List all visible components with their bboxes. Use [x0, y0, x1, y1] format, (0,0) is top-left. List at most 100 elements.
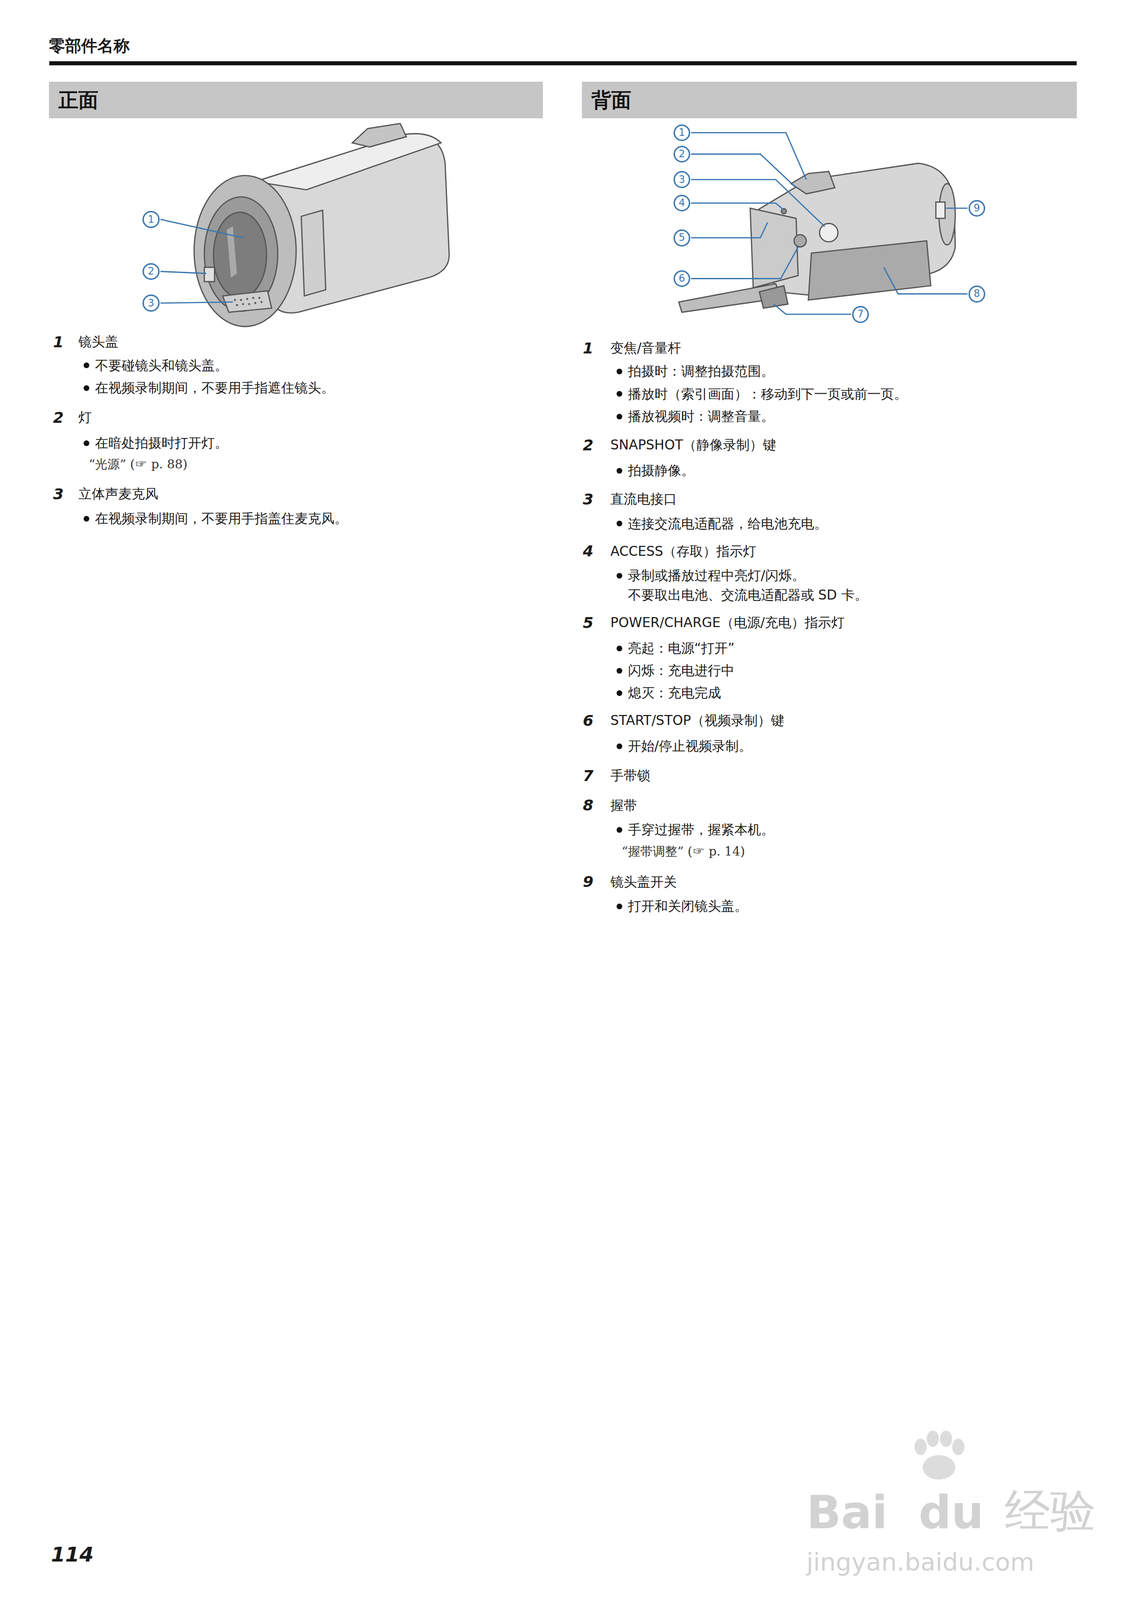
- bullet-text: 闪烁：充电进行中: [627, 662, 735, 679]
- callout-circle: 8: [968, 285, 986, 303]
- callout-number: 4: [678, 198, 685, 209]
- part-name: 灯: [78, 409, 92, 426]
- bullet-dot: [83, 362, 90, 369]
- bullet-dot: [616, 645, 623, 652]
- item-number: 3: [582, 490, 594, 509]
- bullet-text: 在视频录制期间，不要用手指遮住镜头。: [95, 380, 335, 397]
- part-name: POWER/CHARGE（电源/充电）指示灯: [610, 614, 845, 631]
- callout-circle: 1: [673, 124, 691, 142]
- callout-number: 7: [857, 309, 864, 320]
- page-reference: “光源” (☞ p. 88): [88, 456, 188, 472]
- page-reference: “握带调整” (☞ p. 14): [621, 844, 746, 859]
- watermark: du: [918, 1485, 984, 1540]
- callout-number: 6: [678, 273, 685, 284]
- leader-lines: [160, 219, 244, 304]
- bullet-text: 开始/停止视频录制。: [627, 738, 752, 755]
- part-name: 立体声麦克风: [78, 485, 159, 503]
- bullet-dot: [83, 515, 90, 522]
- callout-circle: 7: [852, 305, 870, 324]
- callout-circle: 2: [673, 145, 691, 163]
- part-name: 手带锁: [610, 767, 651, 784]
- bullet-text: 打开和关闭镜头盖。: [627, 898, 748, 915]
- callout-number: 3: [678, 174, 685, 185]
- section-heading: 正面: [48, 86, 99, 114]
- part-name: 镜头盖开关: [610, 874, 677, 891]
- bullet-text: 不要取出电池、交流电适配器或 SD 卡。: [627, 587, 868, 604]
- bullet-dot: [616, 826, 623, 833]
- callout-circle: 1: [142, 210, 160, 229]
- watermark: jingyan.baidu.com: [806, 1547, 1035, 1577]
- bullet-text: 连接交流电适配器，给电池充电。: [627, 515, 828, 533]
- bullet-dot: [83, 385, 90, 391]
- callout-number: 3: [147, 298, 154, 309]
- item-number: 8: [582, 796, 594, 815]
- callout-number: 2: [678, 149, 685, 160]
- bullet-text: 播放视频时：调整音量。: [627, 408, 775, 425]
- item-number: 2: [53, 408, 64, 427]
- bullet-text: 手穿过握带，握紧本机。: [627, 821, 775, 838]
- bullet-text: 熄灭：充电完成: [627, 684, 722, 702]
- bullet-text: 在视频录制期间，不要用手指盖住麦克风。: [95, 510, 348, 527]
- bullet-dot: [616, 572, 623, 579]
- bullet-dot: [616, 390, 623, 397]
- bullet-dot: [83, 440, 90, 447]
- item-number: 1: [582, 339, 594, 358]
- callout-number: 9: [973, 203, 980, 214]
- callout-number: 1: [678, 127, 685, 138]
- mic-grille: [233, 296, 263, 306]
- callout-circle: 3: [142, 294, 160, 312]
- callout-circle: 3: [673, 171, 691, 189]
- item-number: 2: [582, 436, 594, 455]
- item-number: 4: [582, 541, 594, 561]
- front-camcorder: [194, 123, 450, 327]
- item-number: 1: [53, 332, 64, 352]
- bullet-dot: [616, 413, 623, 420]
- bullet-text: 播放时（索引画面）：移动到下一页或前一页。: [627, 386, 908, 403]
- bullet-text: 在暗处拍摄时打开灯。: [95, 435, 229, 452]
- item-number: 6: [582, 711, 594, 730]
- part-name: 握带: [610, 797, 637, 814]
- bullet-dot: [616, 368, 623, 375]
- item-number: 3: [53, 484, 64, 504]
- item-number: 7: [582, 766, 594, 785]
- callout-number: 1: [147, 214, 154, 225]
- bullet-dot: [616, 690, 623, 696]
- leader-lines: [691, 132, 968, 314]
- bullet-dot: [616, 520, 623, 527]
- part-name: SNAPSHOT（静像录制）键: [610, 437, 777, 454]
- section-heading: 背面: [581, 86, 632, 114]
- page-title: 零部件名称: [48, 36, 130, 56]
- bullet-text: 不要碰镜头和镜头盖。: [95, 357, 229, 374]
- section-band: 背面: [581, 81, 1077, 119]
- part-name: 直流电接口: [610, 491, 677, 508]
- bullet-text: 拍摄时：调整拍摄范围。: [627, 363, 775, 380]
- bullet-dot: [616, 667, 623, 674]
- part-name: 变焦/音量杆: [610, 340, 682, 357]
- part-name: ACCESS（存取）指示灯: [610, 543, 757, 560]
- bullet-dot: [616, 467, 623, 474]
- bullet-text: 拍摄静像。: [627, 462, 695, 479]
- callout-circle: 4: [673, 194, 691, 212]
- back-camcorder: [678, 163, 956, 313]
- part-name: START/STOP（视频录制）键: [610, 712, 785, 729]
- bullet-text: 亮起：电源“打开”: [627, 640, 735, 657]
- callout-circle: 9: [968, 199, 986, 218]
- watermark: 经验: [1004, 1483, 1096, 1539]
- callout-circle: 5: [673, 229, 691, 247]
- item-number: 5: [582, 613, 594, 632]
- bullet-dot: [616, 903, 623, 910]
- watermark-paw: [914, 1430, 965, 1480]
- callout-number: 2: [147, 266, 154, 277]
- header-rule: [49, 61, 1077, 66]
- bullet-text: 录制或播放过程中亮灯/闪烁。: [627, 567, 806, 584]
- bullet-dot: [616, 743, 623, 750]
- callout-circle: 6: [673, 270, 691, 288]
- section-band: 正面: [48, 81, 543, 119]
- part-name: 镜头盖: [78, 333, 119, 351]
- item-number: 9: [582, 872, 594, 891]
- watermark: Bai: [806, 1485, 888, 1540]
- callout-number: 8: [973, 288, 980, 299]
- callout-circle: 2: [142, 263, 160, 281]
- callout-number: 5: [678, 232, 685, 243]
